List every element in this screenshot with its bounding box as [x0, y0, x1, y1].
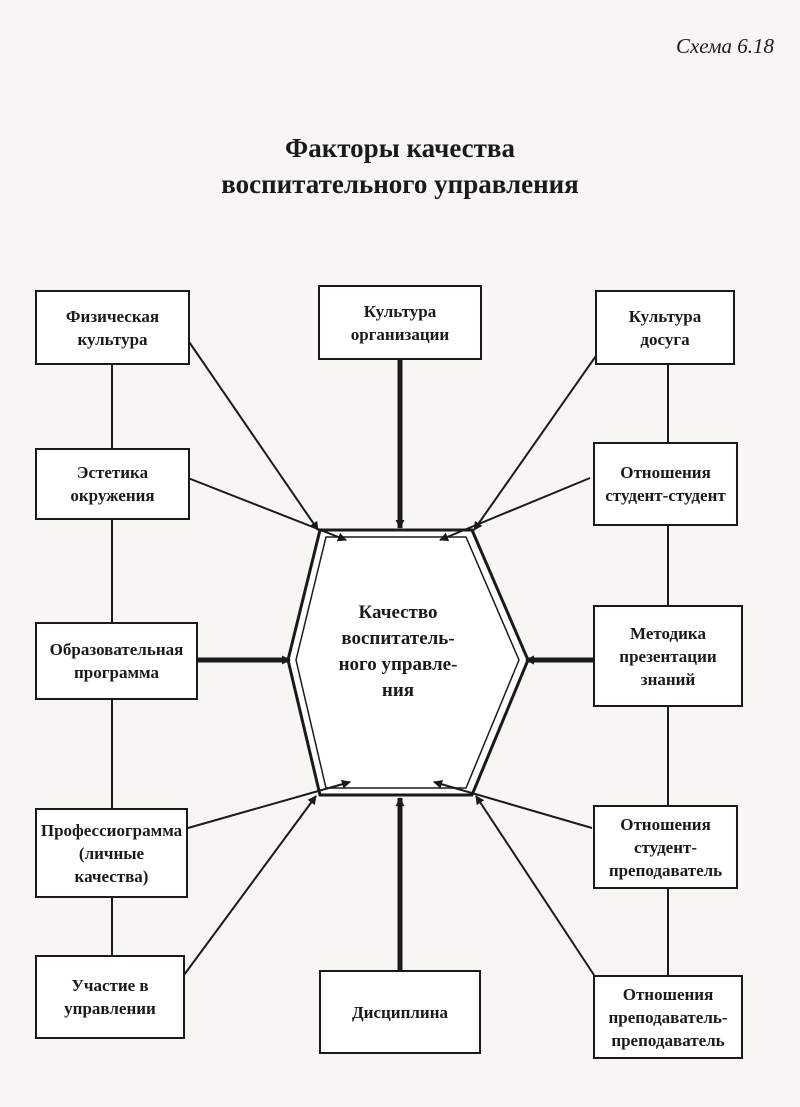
center-label-line-2: воспитатель-	[341, 628, 455, 649]
factor-management-participation: Участие в управлении	[35, 955, 185, 1039]
factor-professiogram: Профессиограмма (личные качества)	[35, 808, 188, 898]
center-label-line-4: ния	[381, 680, 415, 701]
title-line-1: Факторы качества	[285, 133, 515, 163]
arrow-student-teacher	[433, 779, 593, 829]
arrow-leisure-culture	[473, 332, 613, 531]
diagram-title: Факторы качества воспитательного управле…	[0, 130, 800, 202]
factor-environment-aesthetics: Эстетика окружения	[35, 448, 190, 520]
scheme-number-label: Схема 6.18	[675, 34, 774, 58]
factor-discipline: Дисциплина	[319, 970, 481, 1054]
center-label: Качество воспитатель- ного управле- ния	[300, 600, 496, 704]
center-hexagon-inner	[295, 536, 520, 789]
factor-student-student: Отношения студент-студент	[593, 442, 738, 526]
arrow-environment-aesthetics	[187, 477, 347, 542]
factor-physical-culture: Физическая культура	[35, 290, 190, 365]
center-label-line-1: Качество	[358, 602, 438, 623]
factor-teacher-teacher: Отношения преподаватель-преподаватель	[593, 975, 743, 1059]
factor-presentation-method: Методика презентации знаний	[593, 605, 743, 707]
arrow-student-student	[439, 477, 591, 542]
factor-educational-program: Образовательная программа	[35, 622, 198, 700]
factor-org-culture: Культура организации	[318, 285, 482, 360]
center-label-line-3: ного управле-	[338, 654, 458, 675]
factor-leisure-culture: Культура досуга	[595, 290, 735, 365]
arrow-professiogram	[187, 779, 351, 829]
title-line-2: воспитательного управления	[221, 169, 579, 199]
arrow-physical-culture	[182, 332, 319, 531]
factor-student-teacher: Отношения студент-преподаватель	[593, 805, 738, 889]
arrow-management-participation	[183, 795, 317, 976]
arrow-teacher-teacher	[475, 795, 595, 976]
